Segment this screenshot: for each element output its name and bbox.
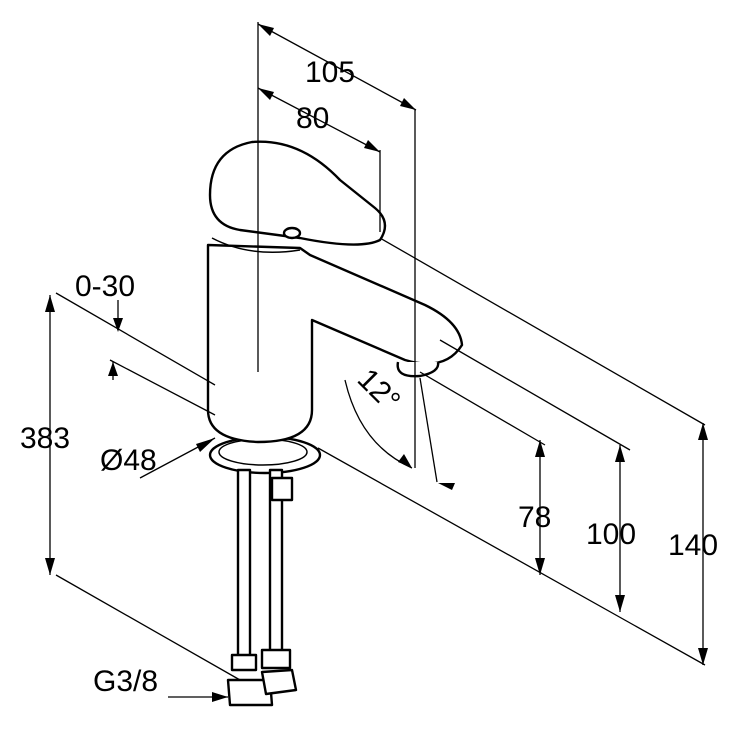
label-height-total: 383: [20, 422, 70, 455]
supply-hoses: [226, 468, 298, 707]
label-width-spout: 80: [296, 102, 329, 135]
label-angle-range: 0-30: [75, 270, 135, 303]
label-spout-height: 78: [518, 501, 551, 534]
label-connection: G3/8: [93, 665, 158, 698]
faucet-column: [206, 243, 464, 444]
label-diameter: Ø48: [100, 444, 157, 477]
faucet-body: [206, 140, 464, 707]
extension-lines: [55, 22, 706, 681]
dimension-labels: 105 80 0-30 383 Ø48 12° 78 100 140 G3/8: [20, 56, 718, 698]
dimension-lines: [45, 23, 708, 702]
label-top-height: 140: [668, 529, 718, 562]
faucet-lever: [208, 140, 387, 246]
label-width-total: 105: [305, 56, 355, 89]
label-mid-height: 100: [586, 518, 636, 551]
